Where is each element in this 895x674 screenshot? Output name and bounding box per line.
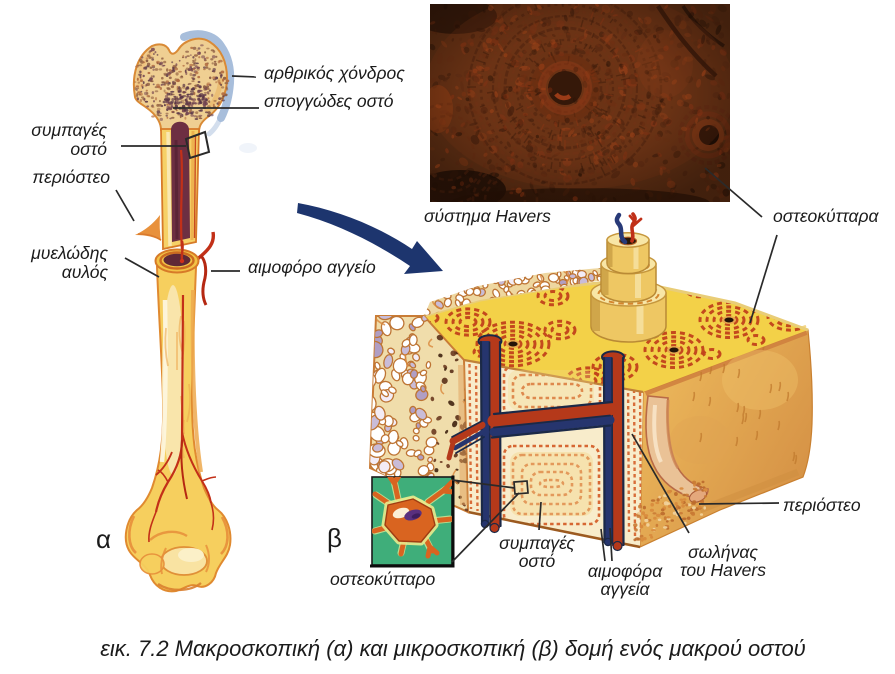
svg-text:περιόστεο: περιόστεο (32, 167, 110, 187)
svg-text:συμπαγές: συμπαγές (31, 120, 107, 140)
svg-text:οστεοκύτταρα: οστεοκύτταρα (773, 206, 879, 226)
svg-text:β: β (327, 523, 342, 553)
svg-text:του Havers: του Havers (680, 560, 766, 580)
svg-text:σύστημα Havers: σύστημα Havers (424, 206, 551, 226)
svg-text:αιμοφόρο αγγείο: αιμοφόρο αγγείο (248, 257, 376, 277)
svg-text:σπογγώδες οστό: σπογγώδες οστό (264, 91, 394, 111)
svg-text:μυελώδης: μυελώδης (30, 243, 108, 263)
svg-text:α: α (96, 524, 111, 554)
svg-text:αρθρικός χόνδρος: αρθρικός χόνδρος (264, 63, 405, 83)
svg-text:οστό: οστό (519, 551, 556, 571)
svg-text:σωλήνας: σωλήνας (688, 542, 758, 562)
svg-text:αυλός: αυλός (62, 262, 109, 282)
svg-text:αιμοφόρα: αιμοφόρα (588, 561, 663, 581)
svg-text:εικ. 7.2 Μακροσκοπική (α) και: εικ. 7.2 Μακροσκοπική (α) και μικροσκοπι… (100, 636, 806, 661)
svg-text:περιόστεο: περιόστεο (783, 495, 861, 515)
svg-text:οστεοκύτταρο: οστεοκύτταρο (330, 569, 435, 589)
svg-text:οστό: οστό (70, 139, 107, 159)
svg-text:αγγεία: αγγεία (600, 579, 650, 599)
svg-text:συμπαγές: συμπαγές (499, 533, 575, 553)
